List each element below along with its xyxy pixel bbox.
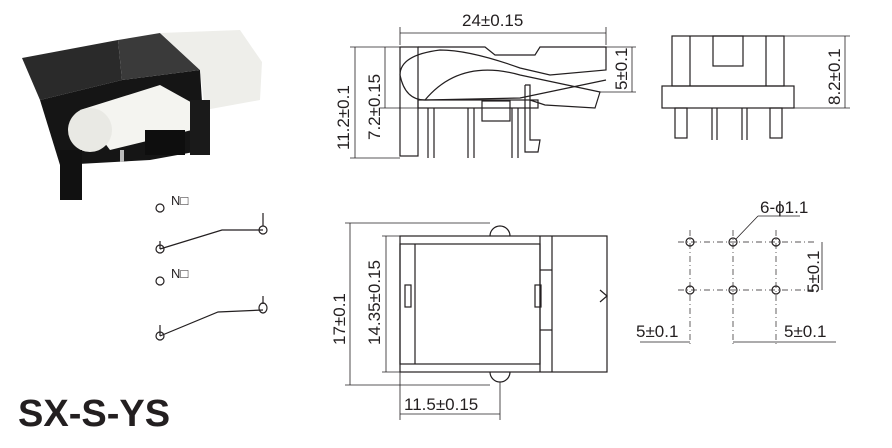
side-view: 24±0.15 11.2±0.1 7.2±0.15 5±0.1 [334, 11, 636, 159]
dim-front-height: 8.2±0.1 [825, 48, 844, 105]
bottom-view: 17±0.1 14.35±0.15 11.5±0.15 [330, 222, 608, 420]
dim-lever-height: 5±0.1 [612, 48, 631, 90]
dim-length: 24±0.15 [462, 11, 523, 30]
dim-width: 17±0.1 [330, 293, 349, 345]
switch-schematic: N□ N□ [155, 193, 268, 341]
dim-inner-width: 14.35±0.15 [365, 260, 384, 345]
dim-col-pitch-right: 5±0.1 [784, 322, 826, 341]
dim-offset: 11.5±0.15 [404, 395, 478, 414]
model-title: SX-S-YS [18, 393, 171, 435]
contact-label-1: N□ [171, 193, 188, 208]
dim-holes: 6-ϕ1.1 [760, 198, 808, 217]
hole-pattern: 6-ϕ1.1 5±0.1 5±0.1 5±0.1 [636, 198, 836, 345]
front-view: 8.2±0.1 [661, 35, 850, 140]
dim-height: 11.2±0.1 [334, 85, 353, 150]
dim-col-pitch-left: 5±0.1 [636, 322, 678, 341]
dim-body-height: 7.2±0.15 [365, 74, 384, 140]
dim-row-pitch: 5±0.1 [804, 251, 823, 293]
contact-label-2: N□ [171, 266, 188, 281]
product-photo [22, 30, 262, 200]
